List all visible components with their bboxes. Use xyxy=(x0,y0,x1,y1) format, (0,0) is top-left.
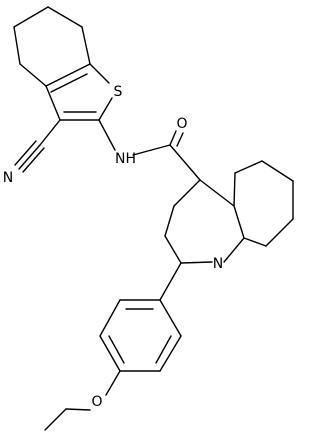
bond xyxy=(108,335,125,364)
bond xyxy=(99,335,121,372)
bond xyxy=(199,179,235,207)
bond xyxy=(180,261,213,264)
bond xyxy=(99,299,121,337)
bond xyxy=(45,63,91,87)
bond xyxy=(39,119,61,146)
bonds xyxy=(13,6,294,431)
bond xyxy=(98,97,113,121)
quinoline-nitrogen-label: N xyxy=(213,256,223,272)
bond xyxy=(159,335,182,372)
bond xyxy=(13,6,49,28)
bond xyxy=(14,140,37,166)
carbonyl-oxygen-label: O xyxy=(176,116,187,132)
amide-nh-label: NH xyxy=(115,151,136,167)
bond xyxy=(98,119,116,151)
chemical-structure: S N NH O N O xyxy=(3,6,294,431)
bond xyxy=(169,130,177,146)
bond xyxy=(155,335,172,364)
bond xyxy=(164,205,175,237)
bond xyxy=(44,408,67,431)
bond xyxy=(265,218,294,247)
nitrile-nitrogen-label: N xyxy=(3,170,13,186)
bond xyxy=(47,6,83,28)
bond xyxy=(234,160,263,174)
bond xyxy=(223,237,245,263)
bond xyxy=(159,262,182,301)
bond xyxy=(176,132,184,147)
bond xyxy=(233,205,245,239)
bond xyxy=(89,63,110,84)
atom-labels: S N NH O N O xyxy=(3,84,223,410)
bond xyxy=(13,26,21,65)
ether-oxygen-label: O xyxy=(91,394,102,410)
bond xyxy=(261,160,294,182)
bond xyxy=(18,144,41,170)
bond xyxy=(243,237,267,247)
bond xyxy=(45,85,61,121)
bond xyxy=(173,179,201,207)
bond xyxy=(65,408,91,411)
bond xyxy=(132,144,171,156)
bond xyxy=(19,63,47,87)
sulfur-atom-label: S xyxy=(114,84,123,100)
bond xyxy=(164,235,182,264)
bond xyxy=(22,147,45,173)
bond xyxy=(81,26,91,65)
bond xyxy=(105,370,121,396)
bond xyxy=(159,299,182,337)
bond xyxy=(50,73,88,93)
bond xyxy=(169,144,201,181)
bond xyxy=(233,172,236,207)
